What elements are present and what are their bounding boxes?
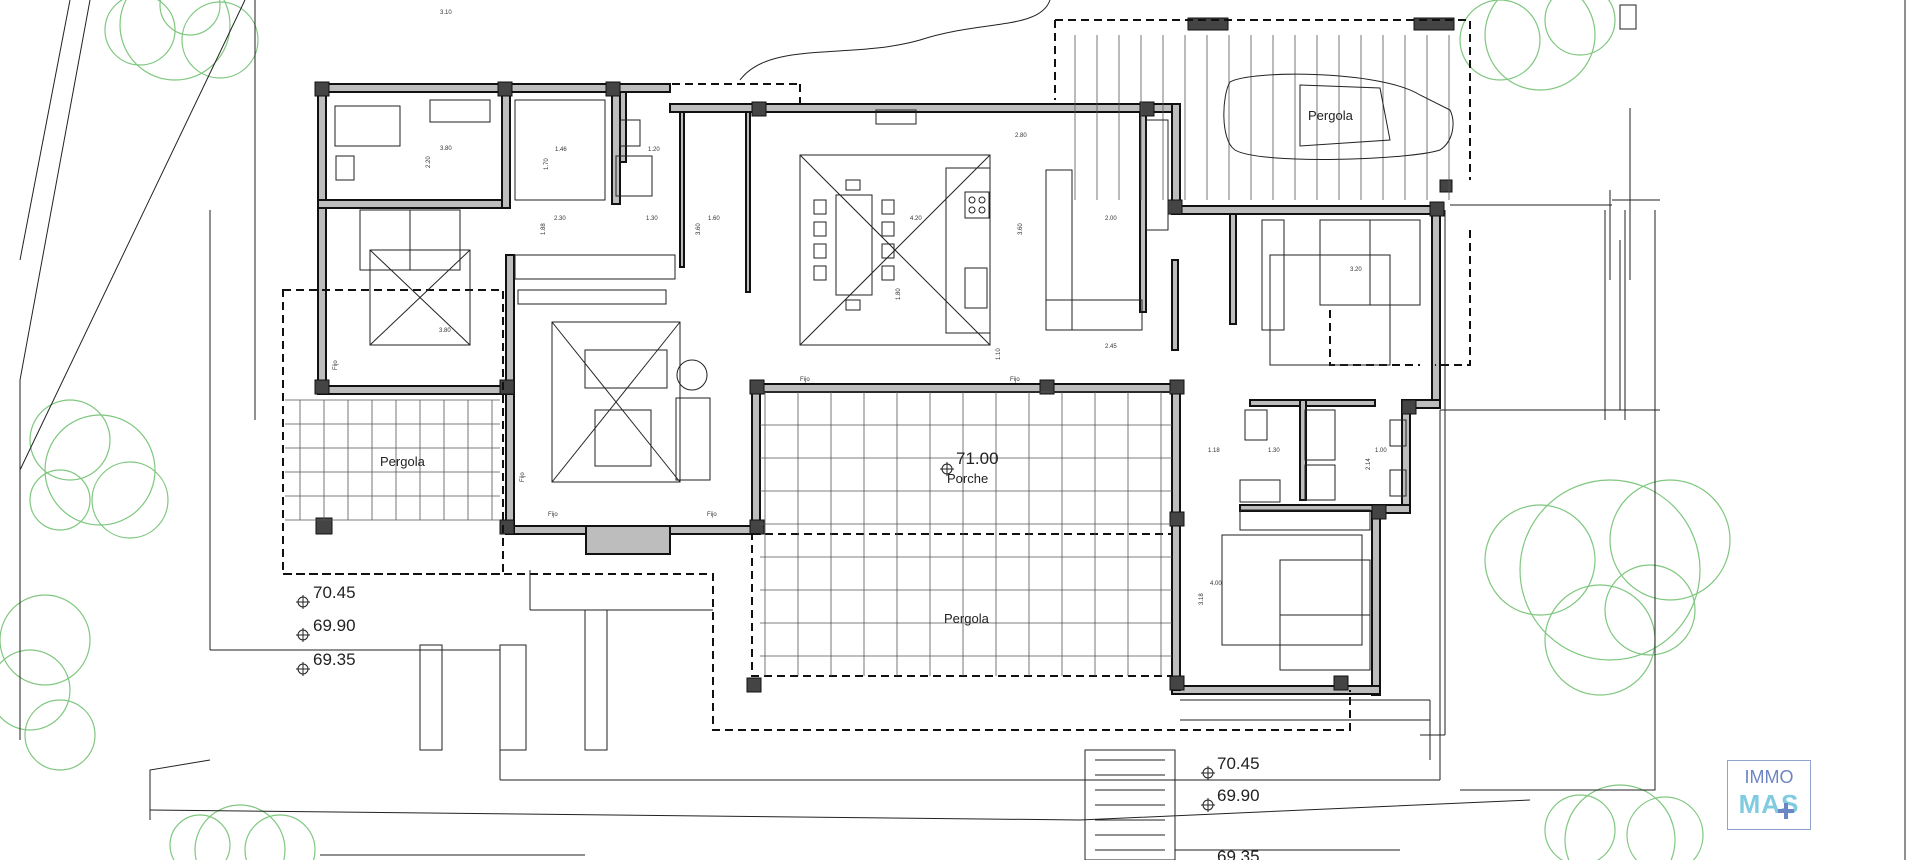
pergola-outlines [282, 19, 1471, 731]
tree-mid-right [1484, 479, 1731, 696]
immo-mas-logo: IMMO MAS [1727, 760, 1811, 830]
dimension-text: 3.60 [696, 223, 702, 235]
logo-line-2: MAS [1738, 789, 1800, 819]
dimension-text: 1.20 [648, 147, 660, 153]
dimension-text: 1.70 [544, 158, 550, 170]
dimension-text: 3.20 [1350, 267, 1362, 273]
window-tag: Fijo [800, 377, 810, 383]
dimension-text: 3.18 [1199, 593, 1205, 605]
dimension-text: 2.80 [1015, 133, 1027, 139]
label-porche: Porche [947, 471, 988, 486]
label-pergola-top-right: Pergola [1308, 108, 1354, 123]
structural-columns [314, 17, 1455, 693]
dimension-text: 3.80 [440, 146, 452, 152]
dimension-text: 1.88 [541, 223, 547, 235]
dimension-text: 1.18 [1208, 448, 1220, 454]
dimension-text: 1.30 [646, 216, 658, 222]
dimension-text: 2.30 [554, 216, 566, 222]
label-pergola-center: Pergola [944, 611, 990, 626]
top-right-pergola-slats [1074, 35, 1450, 200]
right-level-markers [1201, 766, 1215, 812]
tree-mid-left [29, 399, 169, 539]
dimension-text: 3.10 [440, 10, 452, 16]
window-tag: Fijo [707, 512, 717, 518]
dimension-text: 1.80 [896, 288, 902, 300]
furniture [334, 73, 1454, 671]
logo-line-1: IMMO [1744, 767, 1794, 787]
dimension-text: 2.00 [1105, 216, 1117, 222]
label-level-right-1: 70.45 [1217, 754, 1260, 773]
tree-bottom-right [1544, 784, 1704, 860]
dimension-text: 2.45 [1105, 344, 1117, 350]
dimension-text: 1.46 [555, 147, 567, 153]
dimension-text: 4.00 [1210, 581, 1222, 587]
plus-icon [1778, 803, 1794, 819]
label-level-left-3: 69.35 [313, 650, 356, 669]
tree-top-left [104, 0, 259, 81]
window-tag: Fijo [520, 472, 526, 482]
dimension-text: 1.10 [996, 348, 1002, 360]
dimension-text: 1.30 [1268, 448, 1280, 454]
dimension-text: 2.20 [426, 156, 432, 168]
tree-bottom-left [169, 804, 316, 860]
tree-low-left [0, 594, 96, 771]
label-pergola-left: Pergola [380, 454, 426, 469]
porch-tile-grid [760, 391, 1172, 676]
window-tag: Fijo [548, 512, 558, 518]
label-level-left-2: 69.90 [313, 616, 356, 635]
dimension-text: 4.20 [910, 216, 922, 222]
dimension-text: 1.60 [708, 216, 720, 222]
dimension-text: 3.80 [439, 328, 451, 334]
label-level-left-1: 70.45 [313, 583, 356, 602]
landscape-trees [0, 0, 1731, 860]
dimension-text: 3.60 [1018, 223, 1024, 235]
window-tag: Fijo [333, 360, 339, 370]
window-tag: Fijo [1010, 377, 1020, 383]
porch-level-marker [940, 462, 954, 476]
building-walls [317, 83, 1441, 696]
label-porche-level: 71.00 [956, 449, 999, 468]
left-pergola-slats [285, 399, 500, 521]
elevation-markers [296, 462, 1215, 812]
left-level-markers [296, 595, 310, 676]
dimension-text: 2.14 [1366, 458, 1372, 470]
dimension-text: 1.00 [1375, 448, 1387, 454]
terrace-steps [320, 570, 1431, 860]
site-boundaries [19, 0, 1906, 860]
label-level-right-3: 69.35 [1217, 847, 1260, 860]
tree-top-right [1459, 0, 1616, 91]
label-level-right-2: 69.90 [1217, 786, 1260, 805]
